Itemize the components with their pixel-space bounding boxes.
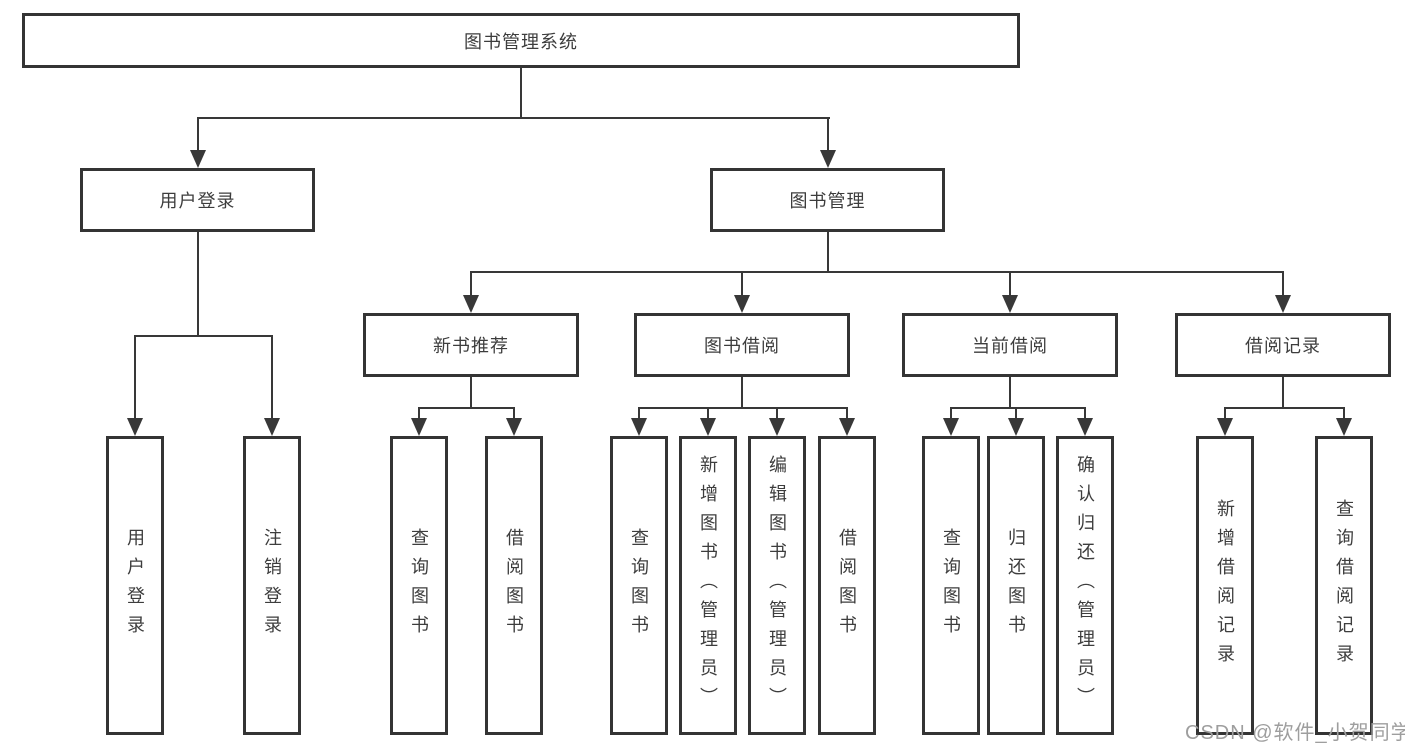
leaf-add-borrow-record: 新增借阅记录 [1196,436,1254,735]
arrow-down-icon [127,418,143,436]
connector-line [271,335,273,420]
arrow-down-icon [506,418,522,436]
connector-line [520,68,522,118]
node-current-borrowing-label: 当前借阅 [972,336,1048,356]
connector-line [1009,271,1011,297]
node-new-book-recommend: 新书推荐 [363,313,579,377]
connector-line [418,407,515,409]
connector-line [134,335,273,337]
leaf-return-books-label: 归还图书 [1006,527,1026,644]
connector-line [950,407,1086,409]
connector-line [1084,407,1086,420]
connector-line [470,271,1284,273]
leaf-query-borrow-record-label: 查询借阅记录 [1334,498,1354,673]
leaf-return-books: 归还图书 [987,436,1045,735]
arrow-down-icon [1217,418,1233,436]
connector-line [846,407,848,420]
arrow-down-icon [463,295,479,313]
leaf-query-books-b-label: 查询图书 [629,527,649,644]
connector-line [197,232,199,336]
connector-line [197,117,199,152]
leaf-edit-books-label: 编辑图书（管理员） [767,455,787,716]
leaf-add-books-label: 新增图书（管理员） [698,455,718,716]
arrow-down-icon [1336,418,1352,436]
leaf-query-books-c: 查询图书 [922,436,980,735]
node-book-management: 图书管理 [710,168,945,232]
leaf-borrow-books-a: 借阅图书 [485,436,543,735]
leaf-confirm-return-label: 确认归还（管理员） [1075,455,1095,716]
node-borrowing-records-label: 借阅记录 [1245,336,1321,356]
node-root: 图书管理系统 [22,13,1020,68]
node-user-login: 用户登录 [80,168,315,232]
arrow-down-icon [943,418,959,436]
connector-line [418,407,420,420]
csdn-watermark: CSDN @软件_小贺同学 [1185,722,1405,744]
leaf-query-books-a-label: 查询图书 [409,527,429,644]
leaf-user-login-label: 用户登录 [125,527,145,644]
connector-line [470,377,472,408]
leaf-confirm-return: 确认归还（管理员） [1056,436,1114,735]
arrow-down-icon [1008,418,1024,436]
leaf-query-books-b: 查询图书 [610,436,668,735]
connector-line [470,271,472,297]
leaf-edit-books: 编辑图书（管理员） [748,436,806,735]
node-user-login-label: 用户登录 [159,191,236,211]
connector-line [741,271,743,297]
connector-line [197,117,830,119]
connector-line [776,407,778,420]
leaf-logout-label: 注销登录 [262,527,282,644]
connector-line [1224,407,1345,409]
connector-line [950,407,952,420]
connector-line [1282,377,1284,408]
arrow-down-icon [264,418,280,436]
arrow-down-icon [839,418,855,436]
connector-line [638,407,640,420]
arrow-down-icon [820,150,836,168]
node-borrowing-records: 借阅记录 [1175,313,1391,377]
node-book-borrowing-label: 图书借阅 [704,336,780,356]
node-new-book-recommend-label: 新书推荐 [433,336,509,356]
node-book-borrowing: 图书借阅 [634,313,850,377]
node-root-label: 图书管理系统 [464,31,578,52]
arrow-down-icon [769,418,785,436]
arrow-down-icon [1275,295,1291,313]
arrow-down-icon [1077,418,1093,436]
arrow-down-icon [190,150,206,168]
node-current-borrowing: 当前借阅 [902,313,1118,377]
leaf-query-books-a: 查询图书 [390,436,448,735]
connector-line [1224,407,1226,420]
arrow-down-icon [1002,295,1018,313]
leaf-add-books: 新增图书（管理员） [679,436,737,735]
connector-line [1009,377,1011,408]
arrow-down-icon [734,295,750,313]
leaf-add-borrow-record-label: 新增借阅记录 [1215,498,1235,673]
connector-line [707,407,709,420]
leaf-query-books-c-label: 查询图书 [941,527,961,644]
arrow-down-icon [631,418,647,436]
connector-line [827,117,829,152]
connector-line [513,407,515,420]
connector-line [134,335,136,420]
leaf-logout: 注销登录 [243,436,301,735]
connector-line [1282,271,1284,297]
arrow-down-icon [411,418,427,436]
leaf-borrow-books-a-label: 借阅图书 [504,527,524,644]
connector-line [638,407,848,409]
connector-line [827,232,829,272]
connector-line [741,377,743,408]
leaf-borrow-books-b: 借阅图书 [818,436,876,735]
connector-line [1015,407,1017,420]
leaf-user-login: 用户登录 [106,436,164,735]
leaf-borrow-books-b-label: 借阅图书 [837,527,857,644]
leaf-query-borrow-record: 查询借阅记录 [1315,436,1373,735]
node-book-management-label: 图书管理 [789,191,866,211]
connector-line [1343,407,1345,420]
arrow-down-icon [700,418,716,436]
